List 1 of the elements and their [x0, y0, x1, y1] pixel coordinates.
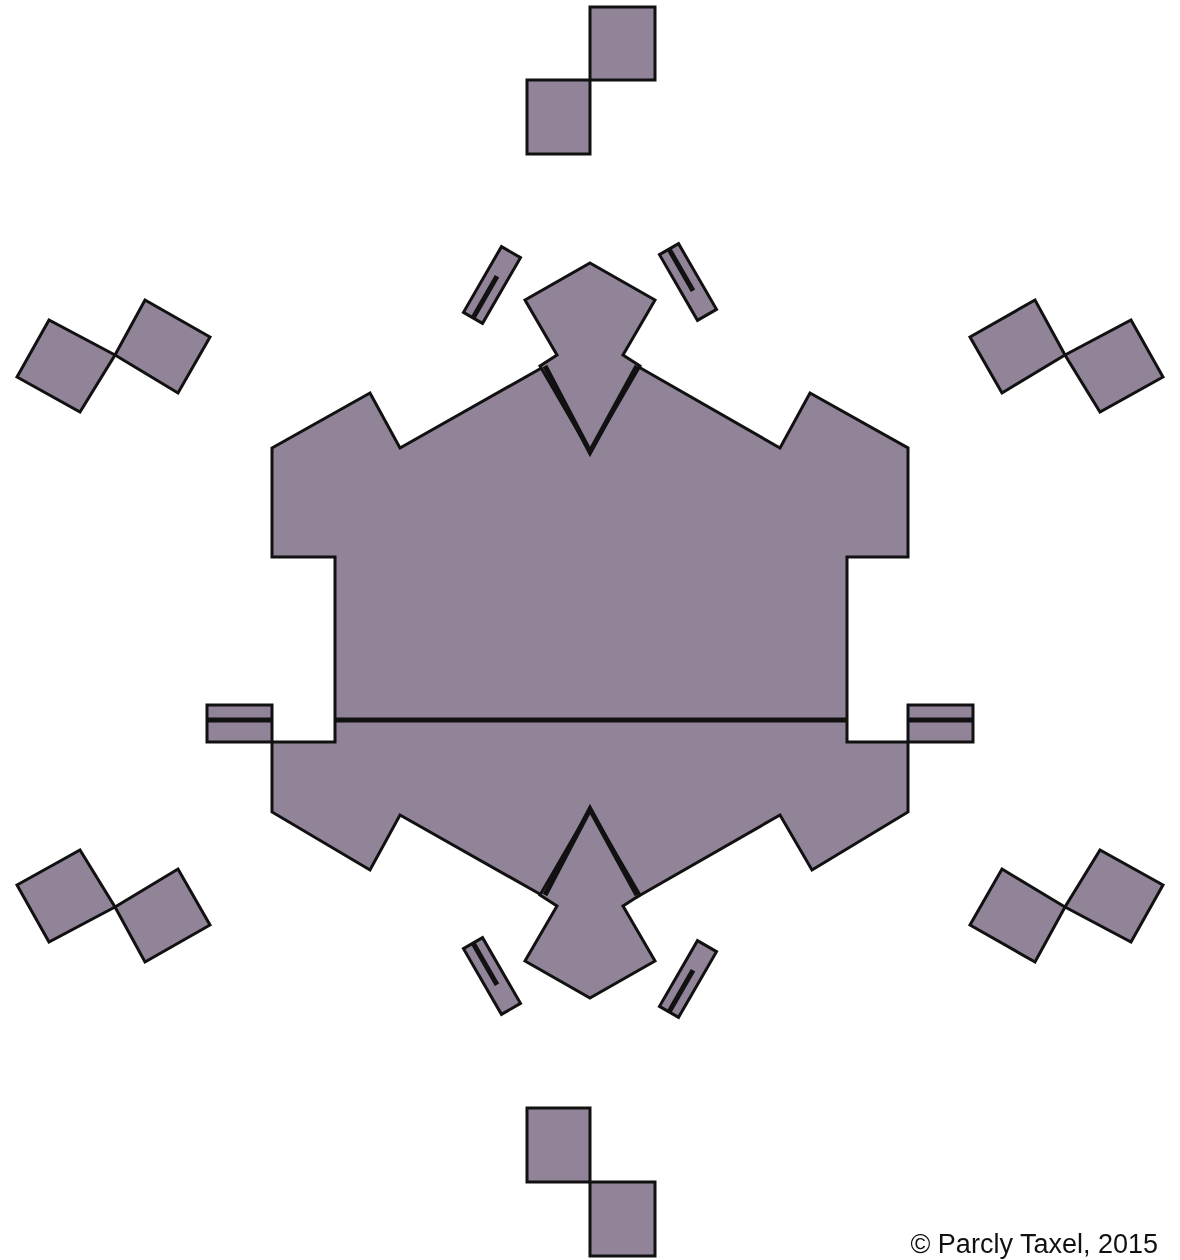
copyright-note: © Parcly Taxel, 2015	[910, 1231, 1158, 1258]
